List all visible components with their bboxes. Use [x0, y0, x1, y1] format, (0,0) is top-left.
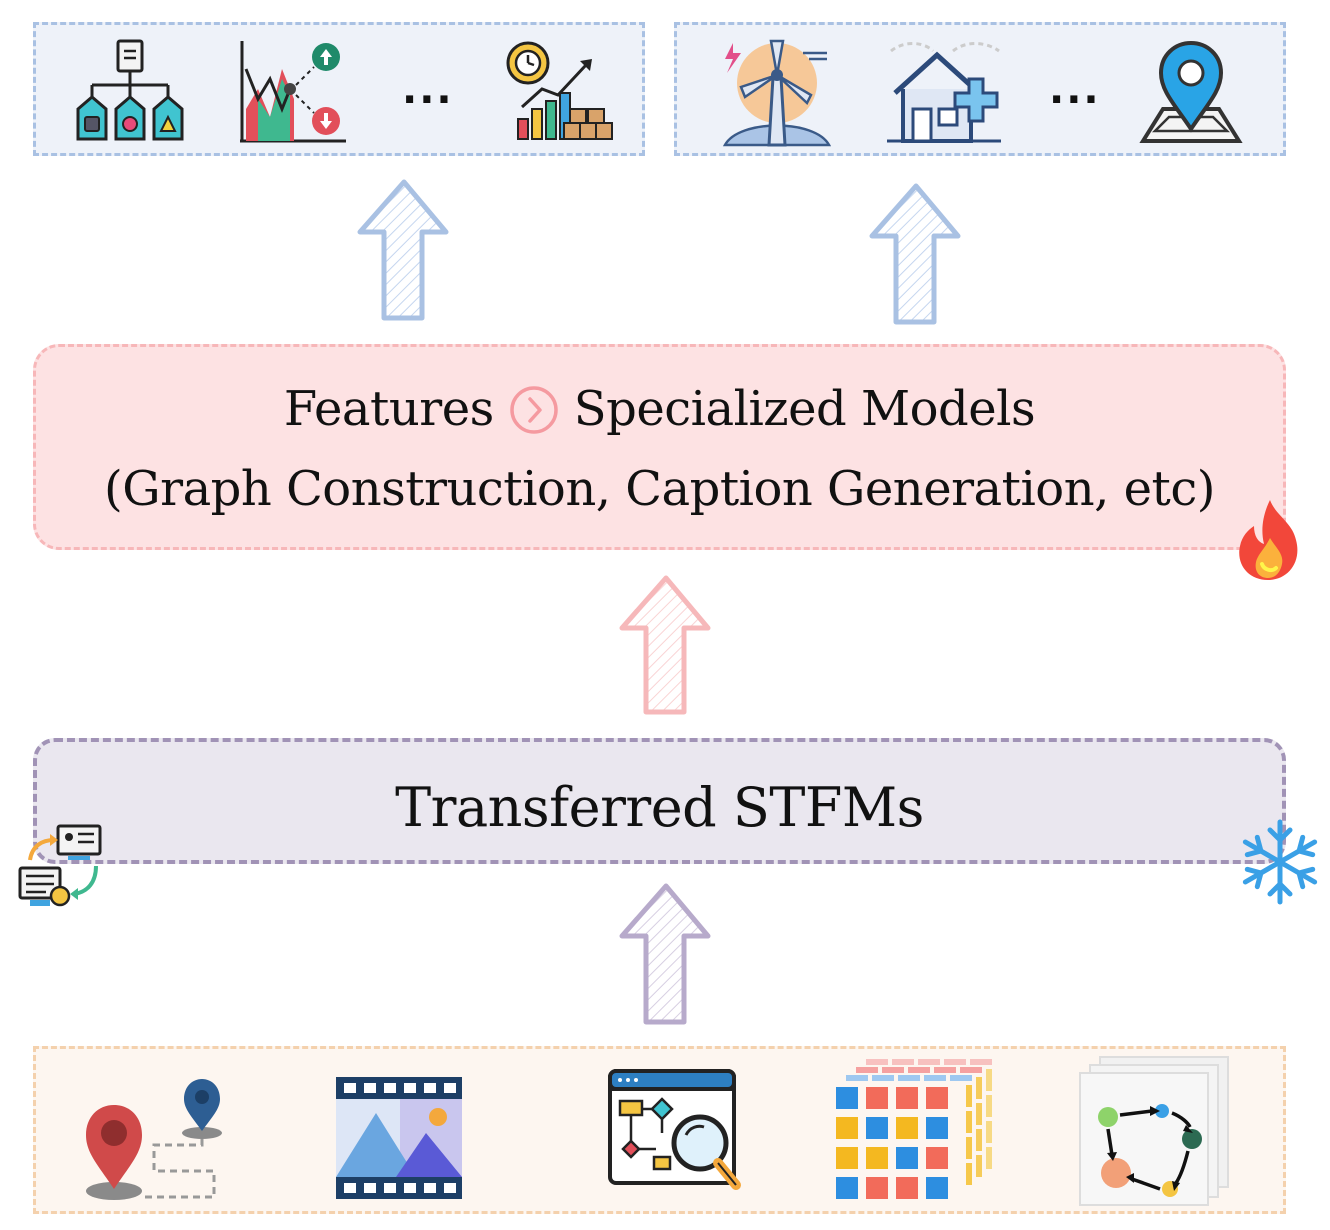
features-title-line: Features Specialized Models [36, 381, 1283, 437]
up-arrow-pink [619, 575, 711, 715]
up-arrow-purple [619, 883, 711, 1025]
trend-up-down-chart-icon [240, 41, 346, 143]
up-arrow-blue-left [357, 179, 449, 321]
up-arrow-blue-right [869, 183, 961, 325]
snowflake-icon [1242, 819, 1318, 905]
fire-icon [1239, 500, 1298, 580]
hierarchy-tree-icon [76, 39, 184, 141]
features-label: Features [283, 381, 494, 437]
specialized-models-label: Specialized Models [573, 381, 1036, 437]
gear-growth-chart-icon [506, 41, 613, 140]
map-location-pin-icon [1139, 40, 1243, 143]
flowchart-search-icon [608, 1069, 741, 1190]
transferred-stfms-box: Transferred STFMs [33, 738, 1286, 864]
image-film-strip-icon [336, 1077, 462, 1199]
top-left-output-box: ... [33, 22, 645, 156]
transfer-computers-icon [18, 824, 102, 907]
top-right-ellipsis: ... [1049, 67, 1101, 113]
location-route-icon [86, 1079, 222, 1200]
features-subtitle-line: (Graph Construction, Caption Generation,… [104, 461, 1215, 517]
bottom-input-data-box [33, 1046, 1286, 1214]
wind-turbine-energy-icon [722, 39, 832, 147]
features-specialized-models-box: Features Specialized Models (Graph Const… [33, 344, 1286, 550]
graph-cycle-stack-icon [1079, 1056, 1229, 1206]
transferred-stfms-label: Transferred STFMs [395, 776, 924, 839]
top-right-output-box: ... [674, 22, 1286, 156]
chevron-right-circle-icon [509, 385, 558, 434]
grid-tensor-stack-icon [836, 1059, 992, 1199]
top-left-ellipsis: ... [402, 67, 454, 113]
house-health-icon [887, 42, 1001, 143]
